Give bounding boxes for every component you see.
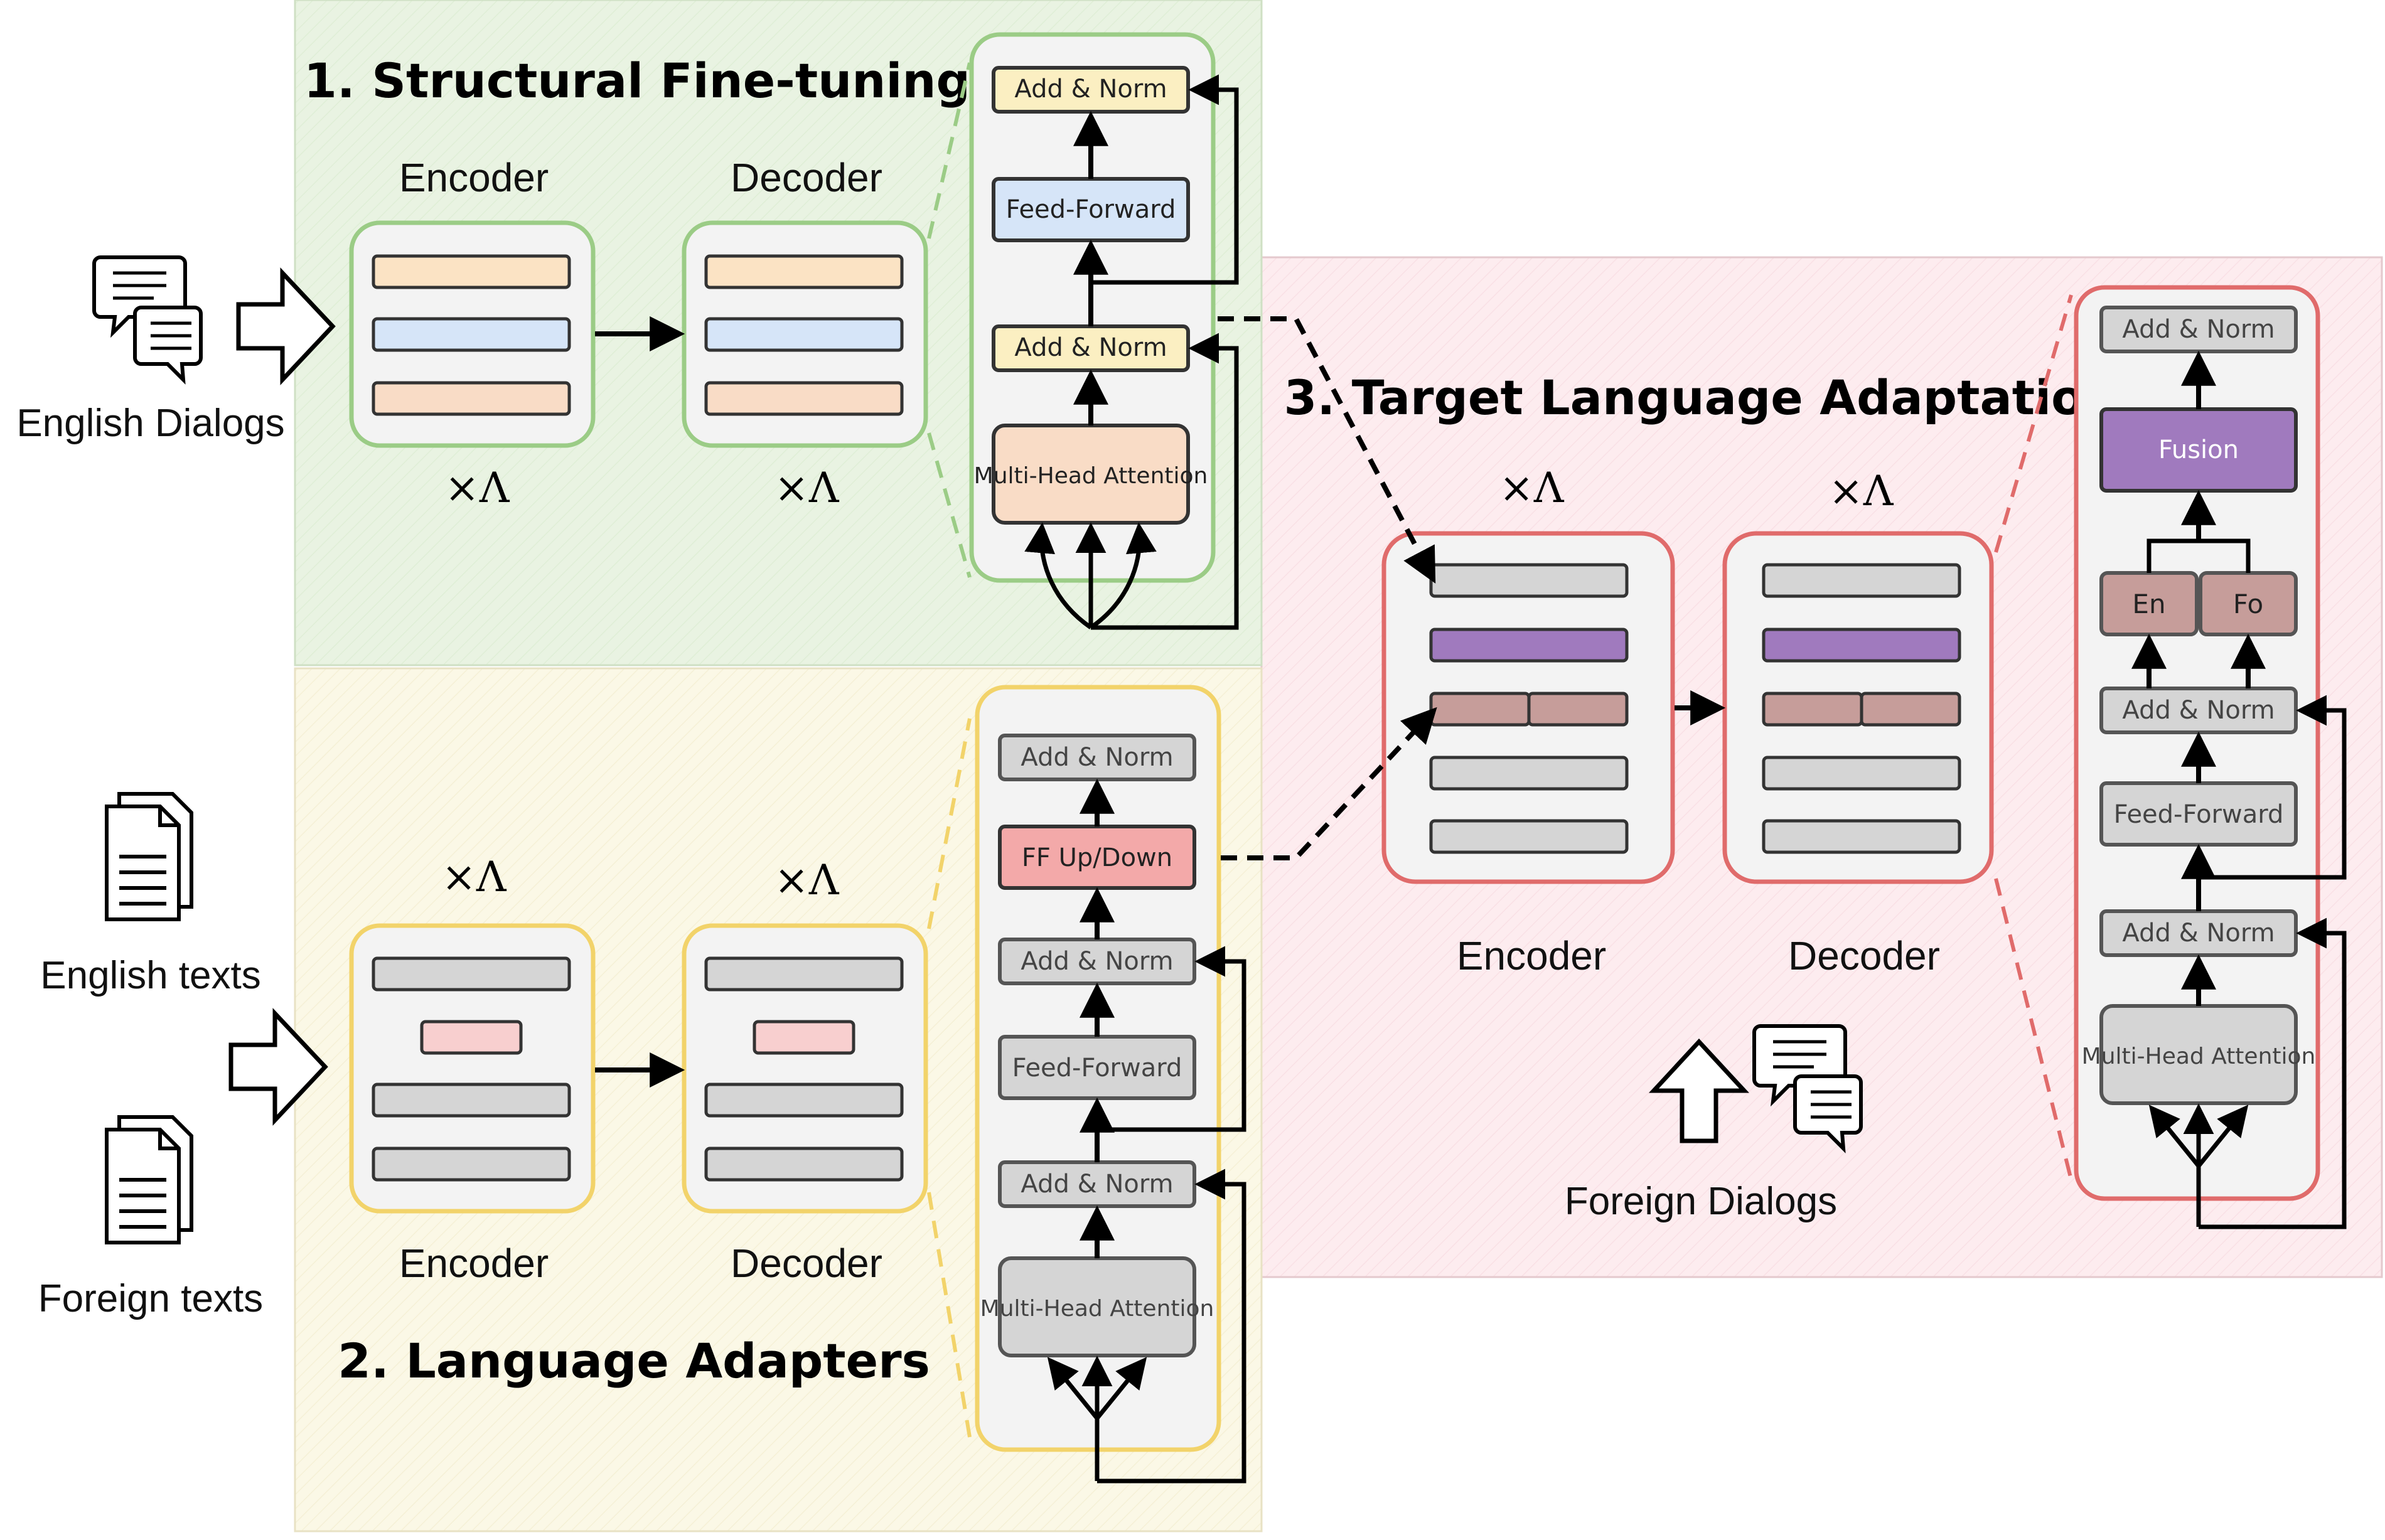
panel3-decoder-fo-adapter — [1860, 692, 1961, 727]
english-texts-label: English texts — [40, 954, 261, 997]
panel1-attn-input-right — [1090, 522, 1157, 629]
panel2-residual-top — [1097, 946, 1246, 1132]
panel2-add-norm-bottom-label: Add & Norm — [1021, 1170, 1173, 1199]
panel2-attn-input-right — [1095, 1357, 1147, 1420]
panel2-attn-input-left — [1047, 1357, 1099, 1420]
document-icon — [105, 1115, 193, 1244]
panel3-decoder-label: Decoder — [1788, 933, 1940, 978]
panel2-title: 2. Language Adapters — [338, 1333, 930, 1389]
hollow-arrow-icon — [236, 267, 336, 385]
panel2-decoder-label: Decoder — [731, 1241, 882, 1286]
panel3-residual-bottom — [2199, 917, 2347, 1229]
panel1-residual-top — [1091, 74, 1239, 285]
panel1-feed-forward-label: Feed-Forward — [1006, 195, 1176, 224]
panel3-decoder-layer-2 — [1762, 756, 1961, 791]
panel1-decoder-layer-blue — [704, 317, 904, 352]
panel3-add-norm-bottom-label: Add & Norm — [2122, 919, 2275, 948]
panel2-encoder-times: ×Λ — [442, 853, 507, 901]
panel3-encoder-layer-3 — [1429, 819, 1629, 854]
panel3-fusion-label: Fusion — [2158, 436, 2239, 464]
hollow-arrow-icon — [1649, 1038, 1749, 1143]
panel3-encoder-fo-adapter — [1527, 692, 1629, 727]
english-dialogs-label: English Dialogs — [16, 402, 284, 445]
panel3-decoder-fusion-layer — [1762, 628, 1961, 663]
panel2-decoder-layer-1 — [704, 956, 904, 992]
panel1-residual-bottom — [1091, 333, 1239, 630]
panel3-feed-forward-label: Feed-Forward — [2114, 800, 2284, 829]
panel3-decoder-layer-1 — [1762, 563, 1961, 598]
panel1-encoder-layer-blue — [372, 317, 571, 352]
panel3-decoder-en-adapter — [1762, 692, 1863, 727]
panel2-decoder-times: ×Λ — [774, 856, 840, 904]
panel2-ff-updown-label: FF Up/Down — [1022, 843, 1172, 872]
panel1-add-norm-bottom-label: Add & Norm — [1014, 333, 1167, 362]
panel3-add-norm-top-label: Add & Norm — [2122, 315, 2275, 344]
panel2-encoder-adapter — [420, 1020, 523, 1055]
panel1-attn-input-left — [1024, 522, 1092, 629]
panel3-attention-label: Multi-Head Attention — [2082, 1044, 2316, 1069]
panel2-residual-bottom — [1097, 1168, 1246, 1484]
panel3-attn-input-left — [2148, 1104, 2200, 1168]
panel2-decoder-layer-3 — [704, 1147, 904, 1182]
panel3-encoder-fusion-layer — [1429, 628, 1629, 663]
panel2-attention-label: Multi-Head Attention — [980, 1296, 1214, 1322]
panel2-feed-forward-label: Feed-Forward — [1012, 1054, 1182, 1083]
panel3-residual-top — [2199, 695, 2347, 880]
panel2-encoder-layer-3 — [372, 1147, 571, 1182]
panel3-add-norm-mid-label: Add & Norm — [2122, 696, 2275, 725]
panel2-add-norm-mid-label: Add & Norm — [1021, 947, 1173, 976]
hollow-arrow-icon — [228, 1008, 328, 1126]
panel1-zoom-line-top — [927, 62, 972, 239]
panel3-attn-input-right — [2197, 1104, 2249, 1168]
document-icon — [105, 792, 193, 921]
panel2-encoder-box — [349, 923, 596, 1214]
dashed-arrow-panel1-to-panel3 — [1218, 316, 1436, 584]
panel1-decoder-times: ×Λ — [774, 464, 840, 512]
panel1-title: 1. Structural Fine-tuning — [304, 53, 970, 109]
panel2-decoder-layer-2 — [704, 1083, 904, 1118]
panel2-zoom-line-top — [927, 718, 972, 929]
chat-bubbles-icon — [1752, 1024, 1863, 1153]
panel3-fo-label: Fo — [2233, 589, 2263, 619]
panel1-attention-label: Multi-Head Attention — [974, 463, 1208, 489]
panel1-decoder-layer-peach — [704, 381, 904, 416]
panel3-encoder-layer-1 — [1429, 563, 1629, 598]
panel3-encoder-times: ×Λ — [1499, 464, 1565, 512]
panel2-decoder-adapter — [753, 1020, 855, 1055]
panel1-encoder-times: ×Λ — [445, 464, 510, 512]
panel1-encoder-layer-orange — [372, 254, 571, 289]
panel3-decoder-layer-3 — [1762, 819, 1961, 854]
foreign-dialogs-label: Foreign Dialogs — [1565, 1180, 1837, 1223]
panel1-add-norm-top-label: Add & Norm — [1014, 75, 1167, 104]
panel1-encoder-layer-peach — [372, 381, 571, 416]
panel3-zoom-line-bottom — [1994, 878, 2073, 1180]
panel2-encoder-label: Encoder — [399, 1241, 549, 1286]
panel1-encoder-label: Encoder — [399, 155, 549, 200]
panel2-encoder-layer-2 — [372, 1083, 571, 1118]
panel3-zoom-line-top — [1994, 294, 2073, 553]
panel1-zoom-line-bottom — [927, 432, 972, 578]
panel2-zoom-line-bottom — [927, 1192, 972, 1438]
panel2-add-norm-top-label: Add & Norm — [1021, 743, 1173, 772]
panel3-en-label: En — [2132, 589, 2165, 619]
panel3-encoder-en-adapter — [1429, 692, 1531, 727]
panel1-decoder-label: Decoder — [731, 155, 882, 200]
panel3-encoder-layer-2 — [1429, 756, 1629, 791]
panel2-encoder-layer-1 — [372, 956, 571, 992]
panel3-decoder-times: ×Λ — [1829, 467, 1894, 515]
foreign-texts-label: Foreign texts — [38, 1277, 263, 1320]
panel3-title: 3. Target Language Adaptation — [1284, 370, 2118, 425]
panel1-decoder-layer-orange — [704, 254, 904, 289]
panel3-encoder-label: Encoder — [1457, 933, 1606, 978]
chat-bubbles-icon — [92, 255, 203, 385]
